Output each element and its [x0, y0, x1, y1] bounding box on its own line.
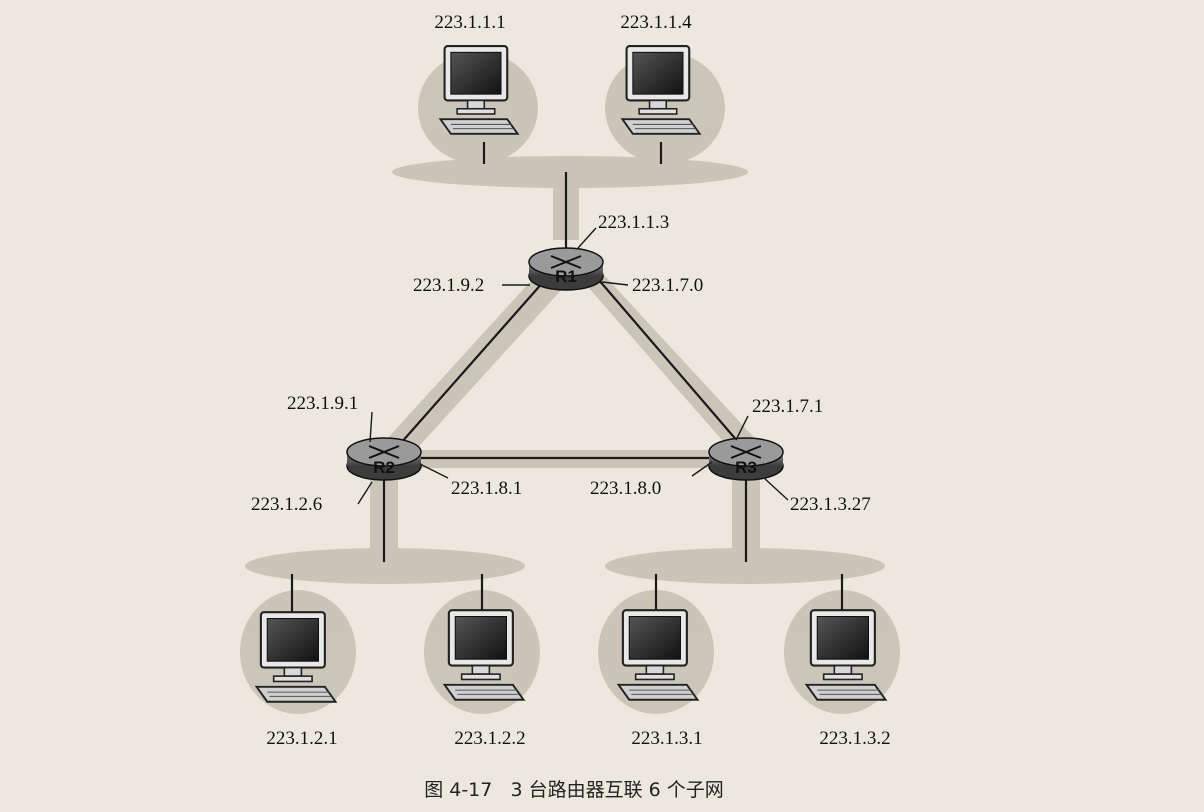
host-label: 223.1.1.1	[434, 12, 505, 33]
router-r2: R2	[346, 437, 422, 481]
host-label: 223.1.3.2	[819, 728, 890, 749]
host-label: 223.1.2.2	[454, 728, 525, 749]
router-label-r2: R2	[373, 458, 395, 477]
interface-leaders	[357, 227, 789, 505]
host-computer-icon	[443, 609, 525, 701]
link-r1-r2	[392, 271, 553, 453]
host-computer-icon	[805, 609, 887, 701]
interface-label-r3-left: 223.1.8.0	[590, 478, 661, 499]
host-computer-icon	[439, 45, 519, 135]
host-label: 223.1.2.1	[266, 728, 337, 749]
interface-label-r1-top: 223.1.1.3	[598, 212, 669, 233]
link-shading-r1-r3	[566, 262, 760, 456]
host-computer-icon	[617, 609, 699, 701]
host-computer-icon	[255, 611, 337, 703]
host-label: 223.1.1.4	[620, 12, 692, 33]
host-labels: 223.1.1.1 223.1.1.4 223.1.2.1 223.1.2.2 …	[266, 12, 890, 749]
interface-label-r1-left: 223.1.9.2	[413, 275, 484, 296]
host-label: 223.1.3.1	[631, 728, 702, 749]
link-r1-r3	[591, 271, 746, 451]
links	[290, 142, 844, 614]
interface-labels: 223.1.1.3 223.1.9.2 223.1.7.0 223.1.9.1 …	[251, 212, 871, 515]
hosts	[255, 45, 887, 703]
interface-label-r2-top: 223.1.9.1	[287, 393, 358, 414]
interface-label-r2-right: 223.1.8.1	[451, 478, 522, 499]
interface-label-r2-bottom: 223.1.2.6	[251, 494, 322, 515]
subnet-shading	[240, 52, 900, 714]
interface-label-r3-top: 223.1.7.1	[752, 396, 823, 417]
interface-label-r3-bottom: 223.1.3.27	[790, 494, 871, 515]
host-computer-icon	[621, 45, 701, 135]
interface-label-r1-right: 223.1.7.0	[632, 275, 703, 296]
router-label-r1: R1	[555, 267, 577, 286]
router-r1: R1	[528, 247, 604, 291]
figure-caption: 图 4-17 3 台路由器互联 6 个子网	[424, 779, 724, 801]
router-label-r3: R3	[735, 458, 757, 477]
router-r3: R3	[708, 437, 784, 481]
